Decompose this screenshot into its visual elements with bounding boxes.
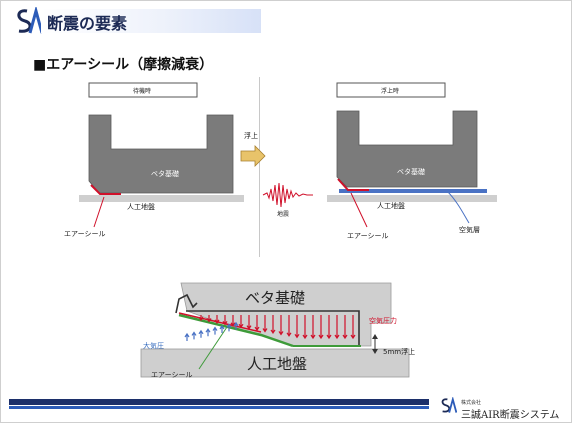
detail-green-seal <box>178 313 294 348</box>
detail-lift-arrowhead-top <box>372 334 378 339</box>
air-pressure-arrow <box>302 315 308 340</box>
right-seal-leader <box>350 192 368 228</box>
air-pressure-arrow <box>206 315 212 323</box>
left-foundation-label: ベタ基礎 <box>151 170 179 178</box>
detail-hook <box>175 293 198 314</box>
air-pressure-arrow <box>326 315 332 340</box>
left-ground-label: 人工地盤 <box>127 203 155 211</box>
atmospheric-arrow <box>219 324 225 333</box>
air-layer-leader <box>446 190 470 224</box>
section-subtitle: ■エアーシール（摩擦減衰） <box>33 57 214 73</box>
detail-ground-label: 人工地盤 <box>247 355 308 373</box>
detail-outline <box>186 310 360 345</box>
air-pressure-arrow <box>198 315 204 322</box>
atmospheric-arrow <box>212 326 218 335</box>
air-pressure-arrow <box>286 315 292 337</box>
float-label: 浮上 <box>244 132 258 140</box>
footer-company-prefix: 株式会社 <box>461 400 482 406</box>
footer-company: 三誠AIR断震システム <box>461 410 560 421</box>
detail-foundation-label: ベタ基礎 <box>245 289 306 307</box>
air-pressure-arrow <box>334 315 340 340</box>
air-pressure-arrow <box>246 315 252 330</box>
left-caption-box <box>88 82 198 98</box>
right-caption-box <box>336 82 446 98</box>
air-layer-label: 空気層 <box>459 226 480 234</box>
detail-lift-arrowhead-bottom <box>372 349 378 354</box>
right-caption: 浮上時 <box>381 88 400 95</box>
footer-accent-bar <box>9 406 429 409</box>
air-pressure-arrow <box>222 315 228 326</box>
atmospheric-arrow <box>205 328 211 337</box>
lift-label: 5mm浮上 <box>383 348 416 356</box>
right-seal-label: エアーシール <box>347 232 389 240</box>
detail-pressure-arrows <box>184 315 356 341</box>
air-pressure-arrow <box>318 315 324 340</box>
right-air-layer <box>339 189 487 193</box>
atmospheric-arrow <box>184 332 190 341</box>
footer-bar <box>9 399 429 405</box>
left-seal-leader <box>93 196 105 228</box>
sa-logo-icon <box>17 7 43 34</box>
air-pressure-arrow <box>254 315 260 332</box>
air-pressure-arrow <box>294 315 300 339</box>
air-pressure-arrow <box>230 315 236 327</box>
footer-sa-logo-icon <box>441 397 457 413</box>
air-pressure-arrow <box>214 315 220 324</box>
left-seal <box>90 184 121 195</box>
detail-seal-label: エアーシール <box>151 371 193 379</box>
atmospheric-arrow <box>198 329 204 338</box>
detail-seal-leader <box>198 326 228 370</box>
panel-divider <box>259 77 260 257</box>
air-pressure-arrow <box>350 315 356 340</box>
air-pressure-arrow <box>342 315 348 340</box>
air-pressure-arrow <box>310 315 316 340</box>
right-foundation-label: ベタ基礎 <box>397 168 425 176</box>
seismic-wave-icon <box>262 182 313 208</box>
air-pressure-arrow <box>270 315 276 335</box>
detail-red-seal <box>178 312 262 333</box>
air-pressure-label: 空気圧力 <box>369 317 397 325</box>
left-foundation <box>88 114 234 194</box>
atmospheric-arrow <box>233 321 239 330</box>
page-title: 断震の要素 <box>47 14 128 33</box>
left-ground <box>79 195 244 202</box>
right-ground <box>327 195 497 202</box>
air-pressure-arrow <box>278 315 284 336</box>
atmospheric-arrow <box>191 331 197 340</box>
detail-ground <box>140 348 410 378</box>
air-pressure-arrow <box>238 315 244 329</box>
atmospheric-label: 大気圧 <box>143 342 164 350</box>
left-caption: 待機時 <box>133 88 152 95</box>
air-pressure-arrow <box>262 315 268 333</box>
right-ground-label: 人工地盤 <box>377 202 405 210</box>
left-seal-label: エアーシール <box>64 230 106 238</box>
quake-label: 地震 <box>277 211 290 218</box>
detail-foundation <box>180 282 392 347</box>
right-seal <box>337 178 369 191</box>
atmospheric-arrow <box>226 323 232 332</box>
float-arrow-icon <box>240 145 266 167</box>
title-bar <box>41 9 261 33</box>
